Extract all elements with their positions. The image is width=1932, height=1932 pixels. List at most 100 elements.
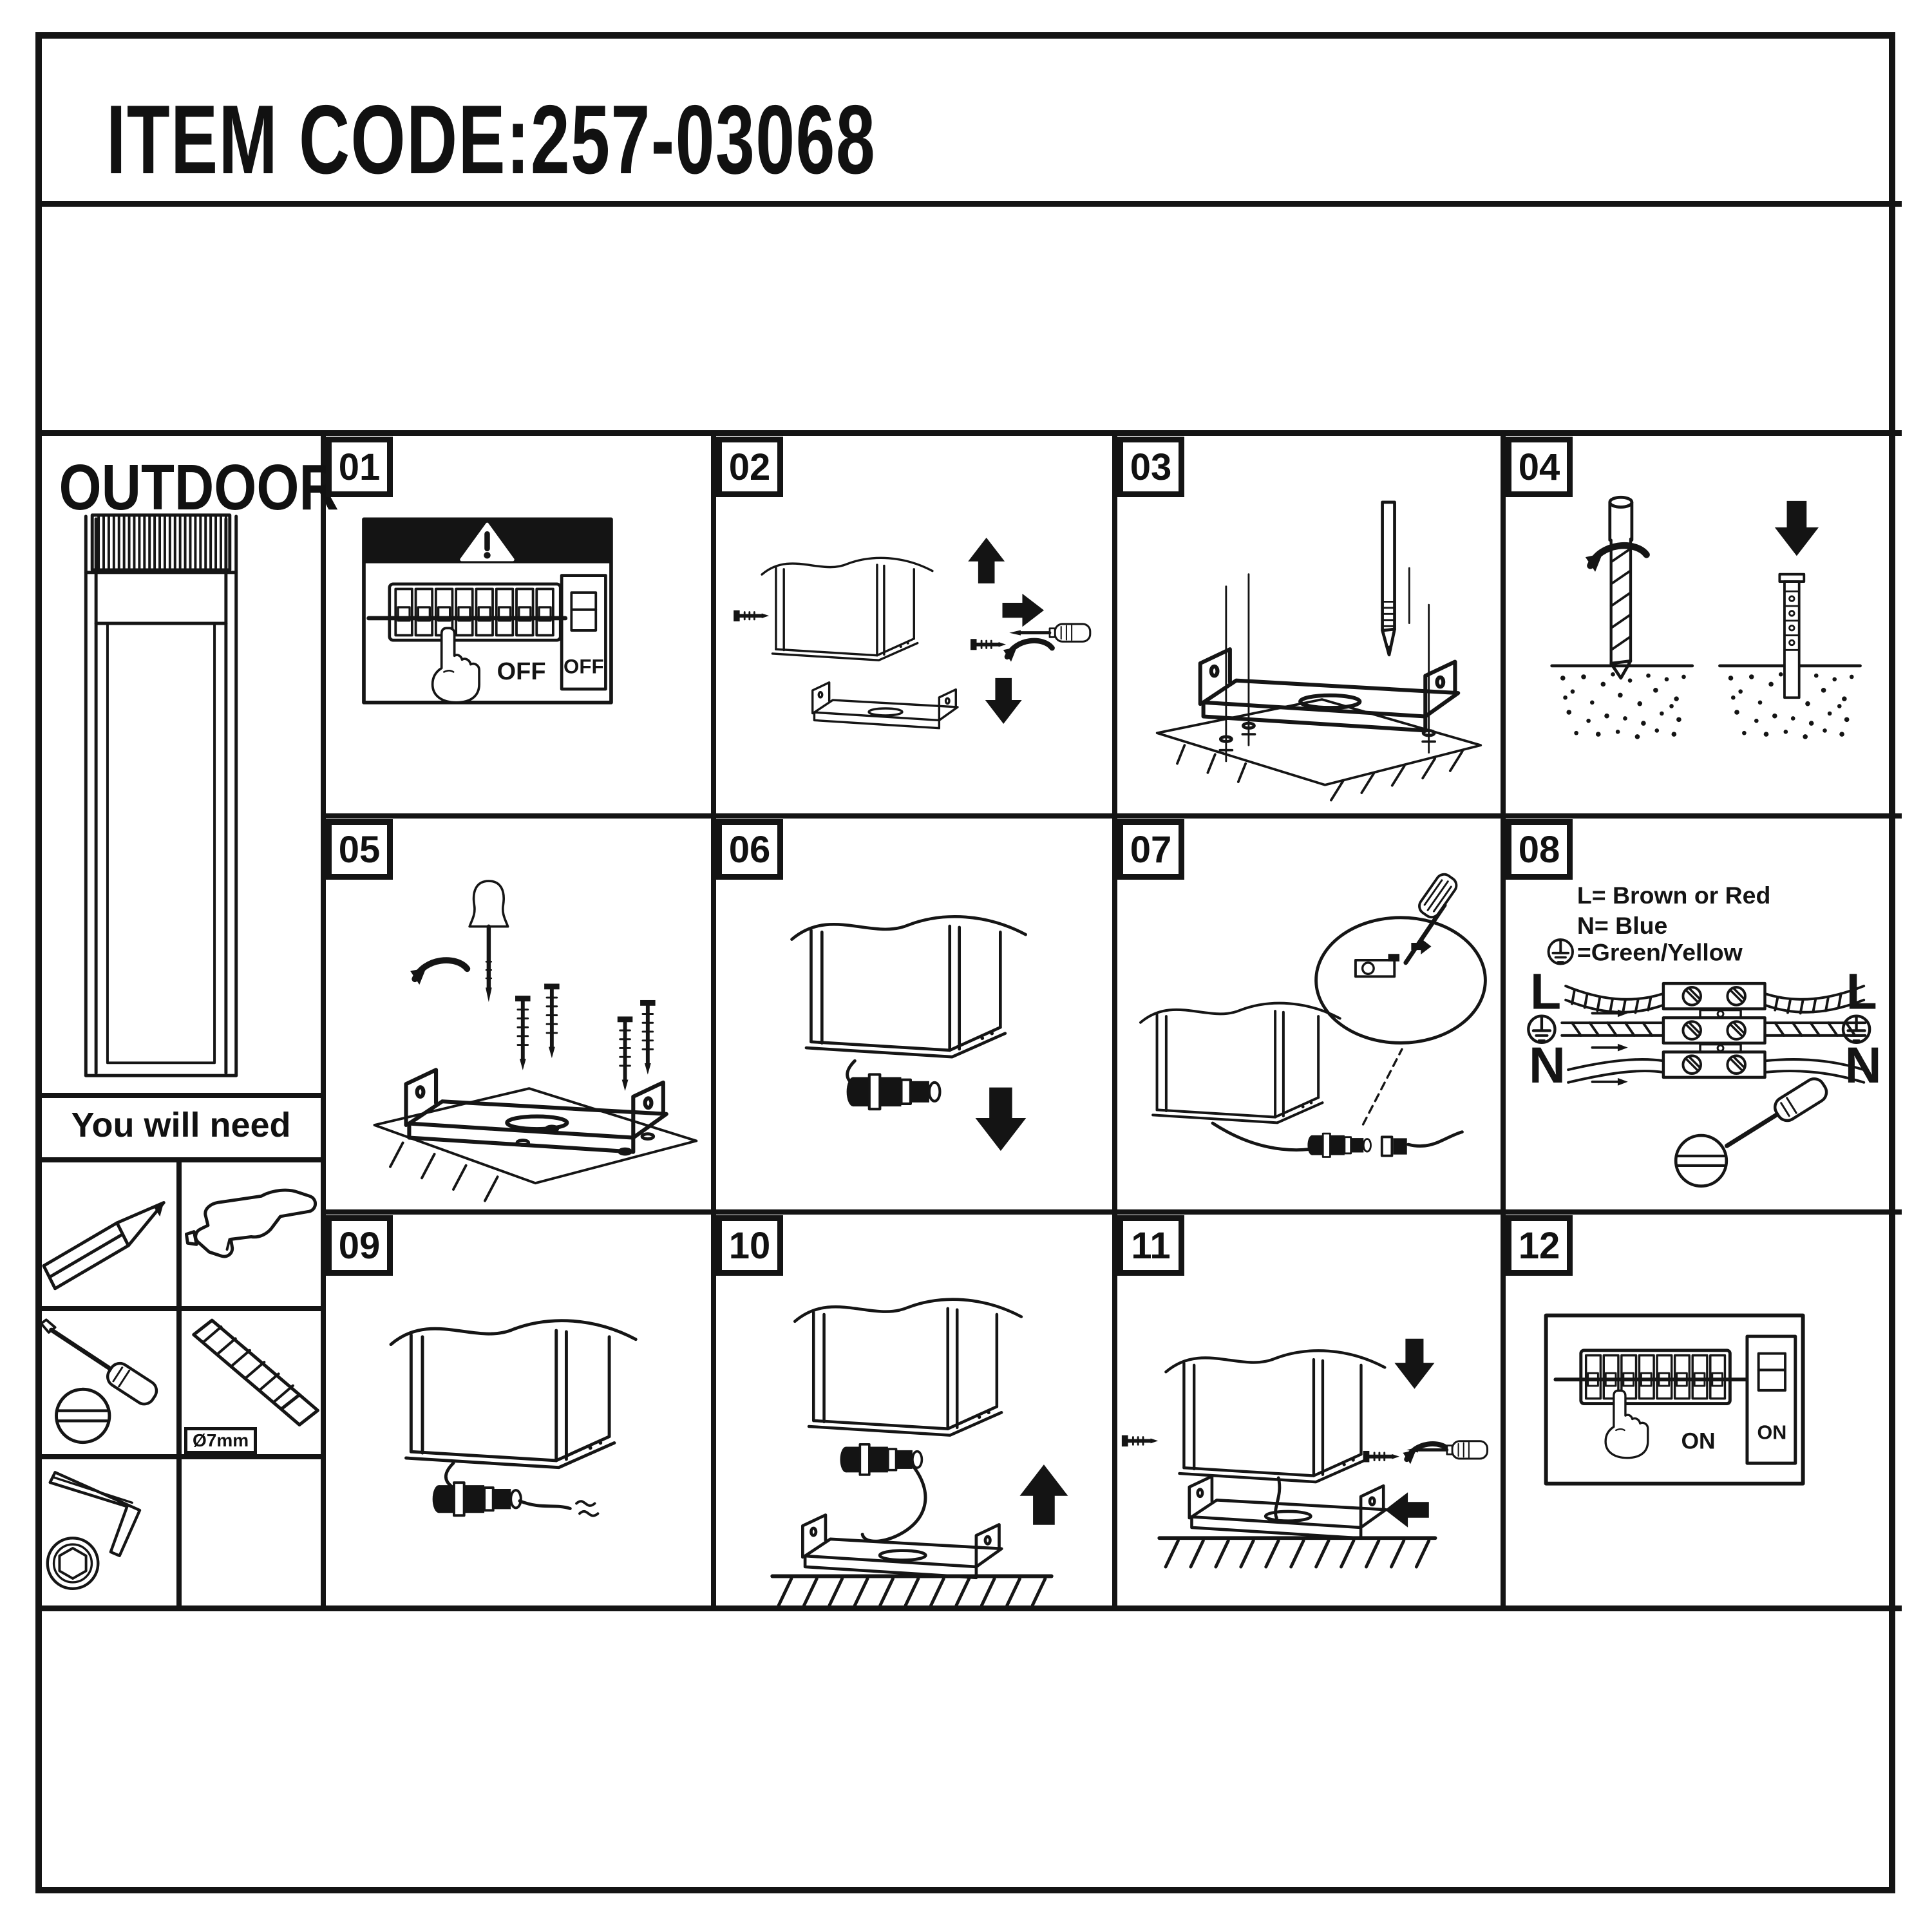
- screw-icon: [1363, 1451, 1399, 1463]
- step-02-illustration: [717, 536, 1106, 730]
- cable-gland-connector: [840, 1444, 922, 1475]
- terminal-detail: [1354, 873, 1458, 978]
- grid-col-line-2: [1112, 430, 1117, 1611]
- cable-squiggle: [575, 1500, 600, 1517]
- heater-body: [792, 916, 1026, 1057]
- step-12-illustration: ON ON: [1544, 1313, 1805, 1486]
- terminal-strip: [1662, 981, 1766, 1079]
- drill-bit-in-ground: [1608, 495, 1634, 680]
- rotation-arrow-icon: [1003, 641, 1052, 662]
- power-drill-icon: [184, 1188, 317, 1258]
- arrow-up-icon: [1019, 1464, 1068, 1525]
- svg-text:L: L: [1530, 963, 1561, 1020]
- earth-wires: [1560, 1021, 1867, 1037]
- grid-top-line: [35, 430, 1902, 436]
- svg-text:ON: ON: [1757, 1422, 1786, 1444]
- heater-body: [761, 556, 934, 661]
- magnifier-ellipse: [1314, 916, 1487, 1045]
- svg-text:=Green/Yellow: =Green/Yellow: [1577, 939, 1743, 966]
- drill-bit-size-label: Ø7mm: [184, 1427, 258, 1454]
- grid-col-line-1: [711, 430, 716, 1611]
- svg-text:ON: ON: [1681, 1428, 1715, 1454]
- step-12-number-badge: 12: [1506, 1215, 1573, 1276]
- mounting-bracket: [1200, 649, 1458, 730]
- step-03-illustration: [1155, 500, 1482, 802]
- pencil-icon: [1381, 500, 1396, 657]
- step-01-number-badge: 01: [326, 437, 393, 497]
- step-01-illustration: OFF OFF: [362, 517, 613, 705]
- step-04-illustration: [1507, 495, 1896, 806]
- heater-body: [1166, 1350, 1385, 1482]
- step-06-number-badge: 06: [716, 819, 783, 880]
- insert-arrows: [1591, 1009, 1628, 1086]
- screw-icon: [1122, 1435, 1158, 1447]
- cable-gland-connector: [1306, 1132, 1372, 1159]
- step-05-number-badge: 05: [326, 819, 393, 880]
- svg-text:OFF: OFF: [564, 655, 604, 677]
- mounting-bracket: [1189, 1476, 1386, 1538]
- heater-body: [391, 1321, 636, 1468]
- screw-icon: [971, 639, 1006, 650]
- step-05-illustration: [373, 859, 698, 1202]
- grid-col-line-3: [1501, 430, 1506, 1611]
- step-08-wiring-diagram: L= Brown or Red N= Blue =Green/Yellow L …: [1507, 882, 1882, 1202]
- step-10-number-badge: 10: [716, 1215, 783, 1276]
- rotation-arrow-icon: [1403, 1444, 1450, 1464]
- sidebar-line-1: [35, 1093, 326, 1098]
- arrow-up-icon: [967, 536, 1006, 585]
- arrow-left-icon: [1383, 1491, 1430, 1529]
- header-divider-line: [35, 201, 1902, 207]
- grid-col-line-0: [321, 430, 326, 1611]
- step-03-number-badge: 03: [1117, 437, 1184, 497]
- grid-bottom-line: [35, 1605, 1902, 1611]
- sidebar-divider-line: [176, 1157, 182, 1611]
- screwdriver-icon: [1676, 1077, 1828, 1186]
- ground-hatch: [1159, 1538, 1435, 1567]
- pointing-hand-icon: [1604, 1389, 1649, 1459]
- pencil-icon: [42, 1200, 166, 1291]
- svg-text:OFF: OFF: [497, 658, 546, 685]
- drill-bit-icon: [192, 1318, 319, 1426]
- allen-key-icon: [46, 1471, 142, 1590]
- step-02-number-badge: 02: [716, 437, 783, 497]
- step-07-number-badge: 07: [1117, 819, 1184, 880]
- screwdriver-icon: [40, 1318, 158, 1452]
- cable-gland-connector: [847, 1074, 940, 1109]
- step-09-number-badge: 09: [326, 1215, 393, 1276]
- svg-text:L= Brown or Red: L= Brown or Red: [1577, 882, 1770, 909]
- arrow-down-icon: [1775, 501, 1819, 556]
- arrow-down-icon: [976, 1088, 1027, 1151]
- category-title: OUTDOOR: [59, 451, 339, 524]
- step-09-illustration: [327, 1255, 706, 1598]
- you-will-need-title: You will need: [71, 1106, 291, 1144]
- screwdriver-icon: [469, 881, 507, 1002]
- step-06-illustration: [717, 859, 1106, 1202]
- cable-loop: [860, 1463, 927, 1543]
- screw-icon: [734, 611, 769, 621]
- arrow-down-icon: [984, 677, 1023, 725]
- step-10-illustration: [717, 1255, 1106, 1598]
- live-wires: [1564, 985, 1866, 1015]
- screw-icon: [618, 1016, 633, 1091]
- step-07-illustration: [1139, 873, 1487, 1159]
- mounting-bracket: [802, 1515, 1001, 1577]
- screwdriver-icon: [1009, 624, 1090, 641]
- svg-text:N= Blue: N= Blue: [1577, 912, 1667, 939]
- step-11-number-badge: 11: [1117, 1215, 1184, 1276]
- item-code-title: ITEM CODE:257-03068: [106, 85, 876, 194]
- step-04-number-badge: 04: [1506, 437, 1573, 497]
- arrow-down-icon: [1393, 1337, 1436, 1390]
- wall-plug: [1778, 573, 1806, 699]
- rotation-arrow-icon: [410, 960, 467, 985]
- neutral-wires: [1567, 1058, 1866, 1084]
- heater-body: [795, 1300, 1021, 1435]
- arrow-right-icon: [1001, 592, 1045, 629]
- mounting-bracket: [811, 681, 959, 730]
- step-11-illustration: [1119, 1337, 1495, 1598]
- heater-body: [1139, 1001, 1341, 1124]
- screw-icon: [544, 983, 560, 1058]
- screw-icon: [515, 996, 531, 1070]
- svg-text:N: N: [1529, 1037, 1566, 1094]
- earth-icon: [1549, 940, 1573, 963]
